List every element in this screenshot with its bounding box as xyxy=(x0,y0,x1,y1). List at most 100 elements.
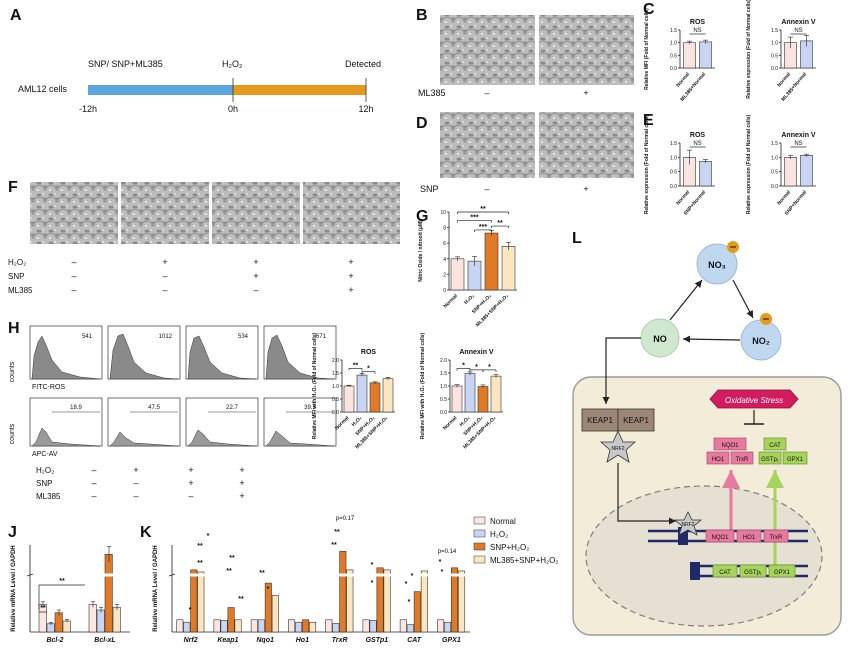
flow-mark-2-3: + xyxy=(188,478,193,488)
panel-label-j: J xyxy=(8,524,17,541)
nucleus xyxy=(585,485,823,627)
p-value-label: p=0.14 xyxy=(438,549,457,555)
flow-mark-2-2: – xyxy=(133,478,138,488)
chart-title: Annexin V xyxy=(459,349,494,356)
arrow-no3-to-no2 xyxy=(732,279,754,319)
detected-label: Detected xyxy=(345,59,381,69)
x-tick-label: Normal xyxy=(442,293,459,310)
bar xyxy=(309,621,317,633)
y-tick-label: 1.5 xyxy=(771,28,778,34)
mark-f-2-1: – xyxy=(71,271,76,281)
bar xyxy=(451,567,459,633)
bar xyxy=(406,624,414,633)
bar xyxy=(383,569,391,633)
flow-counts-label-1: counts xyxy=(9,361,16,382)
x-tick-label: Normal xyxy=(776,71,792,89)
y-tick-label: 0.0 xyxy=(332,410,339,416)
panel-f: F H₂O₂ SNP ML385 – + + + – – + + – – – + xyxy=(8,179,400,295)
x-tick-label: GSTp1 xyxy=(366,637,389,644)
sig-label: * xyxy=(411,573,414,580)
flow-mark-3-4: + xyxy=(239,491,244,501)
legend-swatch-normal xyxy=(473,516,486,525)
tick-end: 12h xyxy=(358,104,373,114)
mark-f-3-2: – xyxy=(162,285,167,295)
chart-title: ROS xyxy=(690,19,706,26)
bar xyxy=(346,569,354,633)
cyto-ho1 xyxy=(706,451,730,465)
flow-mark-1-2: + xyxy=(133,465,138,475)
bar-break xyxy=(104,573,113,577)
ns-label: NS xyxy=(693,28,701,34)
legend-label-normal: Normal xyxy=(490,517,516,526)
sig-label: ** xyxy=(59,578,65,585)
no2-label: NO₂ xyxy=(752,336,770,346)
mark-d-2: + xyxy=(583,184,588,194)
y-axis-label: Nitric Oxide / nitrooit (μM) xyxy=(418,220,424,282)
panel-label-h: H xyxy=(8,320,20,337)
p-value-label: p=0.17 xyxy=(336,516,355,522)
cyto-gstp1-label: GSTp₁ xyxy=(761,457,779,463)
flow-av-value-4: 39.3 xyxy=(304,405,316,411)
bar xyxy=(784,157,797,187)
flow-ros-hist-1 xyxy=(31,335,101,380)
panel-label-f: F xyxy=(8,179,18,196)
panel-label-a: A xyxy=(10,7,22,24)
y-axis-label: Relative expression (Fold of Normal cell… xyxy=(644,114,650,214)
flow-mark-1-3: + xyxy=(188,465,193,475)
no-label: NO xyxy=(653,334,667,344)
bar xyxy=(356,374,368,413)
nuc-cat xyxy=(712,564,738,578)
flow-av-hist-1 xyxy=(31,427,101,447)
nuc-ho1-label: HO1 xyxy=(743,535,756,541)
keap1-right-label: KEAP1 xyxy=(623,416,649,425)
micrograph-f-1 xyxy=(30,182,118,244)
bar xyxy=(220,620,228,633)
y-axis-label: Relative expression (Fold of Normal cell… xyxy=(746,0,752,99)
x-tick-label: ML385+SNP+H₂O₂ xyxy=(475,293,510,328)
flow-mark-3-3: – xyxy=(188,491,193,501)
bar xyxy=(302,619,310,633)
bar xyxy=(183,621,191,633)
sig-label: * xyxy=(371,562,374,569)
sig-label: * xyxy=(408,599,411,606)
sig-label: *** xyxy=(479,224,487,231)
bar xyxy=(800,155,813,187)
nrf2-label-cyto: NRF2 xyxy=(611,446,624,452)
bar xyxy=(339,550,347,633)
bar-break xyxy=(197,573,205,577)
bar xyxy=(54,612,63,633)
bar xyxy=(484,232,499,291)
legend-label-h2o2: H₂O₂ xyxy=(490,530,508,539)
cyto-nqo1 xyxy=(713,437,747,451)
y-tick-label: 1.0 xyxy=(771,41,778,47)
x-tick-label: GPX1 xyxy=(442,637,461,644)
mark-f-2-4: + xyxy=(348,271,353,281)
bar xyxy=(213,619,221,633)
x-tick-label: Nqo1 xyxy=(256,637,274,644)
bar xyxy=(490,375,502,413)
mark-f-2-2: – xyxy=(162,271,167,281)
bar xyxy=(444,621,452,633)
y-tick-label: 4 xyxy=(443,257,446,263)
x-tick-label: Bcl-2 xyxy=(46,637,63,644)
bar xyxy=(382,378,394,413)
no3-label: NO₃ xyxy=(708,260,726,270)
ns-label: NS xyxy=(794,28,802,34)
are-site-1 xyxy=(678,527,688,545)
nuc-gstp1-label: GSTp₁ xyxy=(744,570,762,576)
sig-label: ** xyxy=(229,555,235,562)
y-tick-label: 0.5 xyxy=(771,53,778,59)
y-tick-label: 1.0 xyxy=(670,155,677,161)
x-tick-label: Normal xyxy=(675,71,691,89)
chart-title: ROS xyxy=(690,132,706,139)
micrograph-b-ml385 xyxy=(539,15,634,85)
micrograph-d-snp xyxy=(539,112,634,178)
flow-row-label-h2o2: H₂O₂ xyxy=(36,466,54,475)
ns-label: NS xyxy=(693,141,701,147)
x-tick-label: Normal xyxy=(442,415,459,432)
treatment-grid-h: H₂O₂ SNP ML385 – + + + – – + + – – – + xyxy=(36,465,245,501)
